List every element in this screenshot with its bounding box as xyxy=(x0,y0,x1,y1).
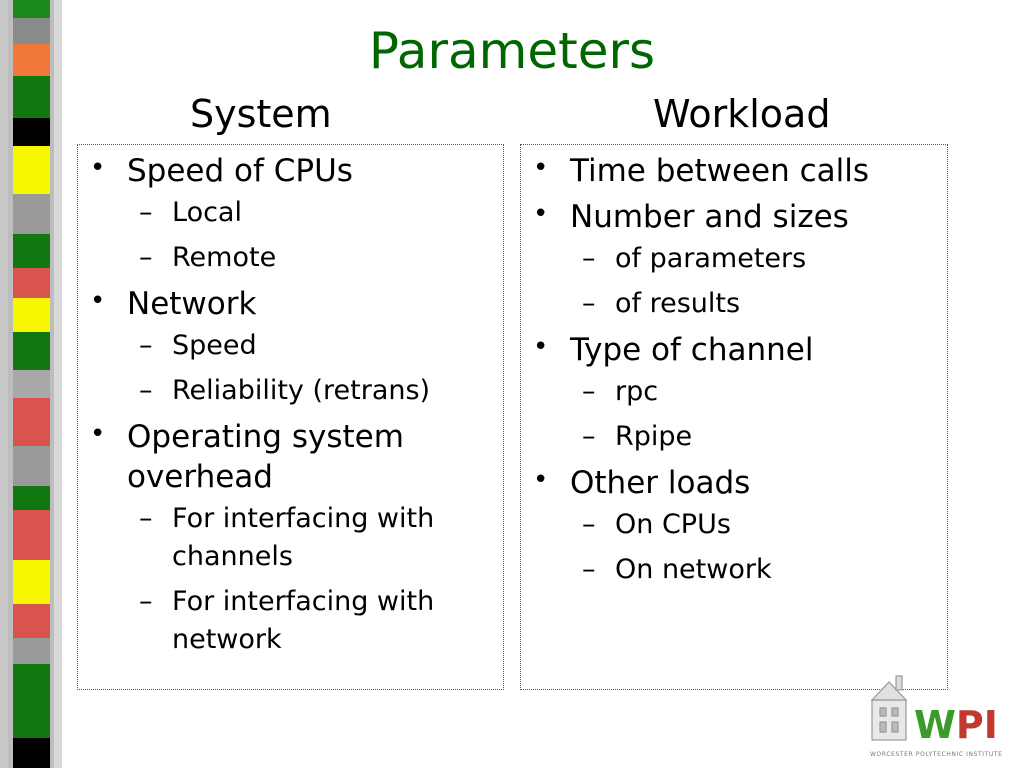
list-item: • Operating system overhead –For interfa… xyxy=(78,417,477,659)
sub-list-item: –On CPUs xyxy=(570,506,947,544)
sub-list-item-text: of results xyxy=(615,288,741,319)
bullet-icon: • xyxy=(533,332,549,362)
sub-list-item: –Speed xyxy=(127,327,472,365)
logo-wordmark: WPI xyxy=(914,703,998,747)
sub-list-item-text: For interfacing with network xyxy=(172,586,435,655)
sub-list-item-text: Remote xyxy=(172,242,277,273)
bullet-icon: • xyxy=(533,199,549,229)
list-item: • Network –Speed –Reliability (retrans) xyxy=(78,284,477,410)
dash-icon: – xyxy=(139,197,153,228)
list-item: • Time between calls xyxy=(521,151,947,191)
bullet-icon: • xyxy=(90,153,106,183)
list-item-text: Operating system overhead xyxy=(127,419,404,495)
sub-list-item-text: rpc xyxy=(615,376,659,407)
sub-list-item-text: On CPUs xyxy=(615,509,731,540)
building-icon xyxy=(870,675,908,741)
dash-icon: – xyxy=(582,376,596,407)
sub-list-item-text: Rpipe xyxy=(615,421,693,452)
list-item-text: Type of channel xyxy=(570,332,814,368)
sub-list-item: –Remote xyxy=(127,239,472,277)
dash-icon: – xyxy=(139,330,153,361)
sub-list-item-text: Reliability (retrans) xyxy=(172,375,431,406)
dash-icon: – xyxy=(139,242,153,273)
bullet-icon: • xyxy=(533,153,549,183)
bullet-icon: • xyxy=(90,286,106,316)
sub-list-item: –Reliability (retrans) xyxy=(127,372,472,410)
sub-list-item: –of parameters xyxy=(570,240,947,278)
sub-list-item-text: Speed xyxy=(172,330,257,361)
sub-list-item-text: of parameters xyxy=(615,243,807,274)
dash-icon: – xyxy=(582,554,596,585)
sub-list-item: –Local xyxy=(127,194,472,232)
wpi-logo: WPI WORCESTER POLYTECHNIC INSTITUTE xyxy=(870,675,1003,758)
list-item-text: Network xyxy=(127,286,257,322)
bullet-icon: • xyxy=(90,419,106,449)
sub-list-item-text: On network xyxy=(615,554,772,585)
sub-list-item: –of results xyxy=(570,285,947,323)
dash-icon: – xyxy=(139,503,153,534)
dash-icon: – xyxy=(582,243,596,274)
dash-icon: – xyxy=(139,375,153,406)
dash-icon: – xyxy=(582,288,596,319)
sub-list-item-text: Local xyxy=(172,197,242,228)
dash-icon: – xyxy=(582,421,596,452)
sub-list-item-text: For interfacing with channels xyxy=(172,503,435,572)
color-block-stripe xyxy=(13,0,50,768)
sub-list-item: –For interfacing with network xyxy=(127,583,472,659)
sub-list-item: –rpc xyxy=(570,373,947,411)
list-item: • Speed of CPUs –Local –Remote xyxy=(78,151,477,277)
sub-list-item: –Rpipe xyxy=(570,418,947,456)
list-item: • Other loads –On CPUs –On network xyxy=(521,463,947,589)
dash-icon: – xyxy=(139,586,153,617)
list-item-text: Speed of CPUs xyxy=(127,153,353,189)
slide-title: Parameters xyxy=(368,22,656,80)
list-item-text: Time between calls xyxy=(570,153,870,189)
list-item-text: Number and sizes xyxy=(570,199,849,235)
sub-list-item: –On network xyxy=(570,551,947,589)
system-parameters-box: • Speed of CPUs –Local –Remote • Network… xyxy=(77,144,504,690)
logo-caption: WORCESTER POLYTECHNIC INSTITUTE xyxy=(870,751,1003,758)
workload-parameters-box: • Time between calls • Number and sizes … xyxy=(520,144,948,690)
list-item: • Type of channel –rpc –Rpipe xyxy=(521,330,947,456)
system-heading: System xyxy=(190,92,332,136)
sub-list-item: –For interfacing with channels xyxy=(127,500,472,576)
workload-heading: Workload xyxy=(653,92,831,136)
bullet-icon: • xyxy=(533,465,549,495)
list-item-text: Other loads xyxy=(570,465,751,501)
dash-icon: – xyxy=(582,509,596,540)
list-item: • Number and sizes –of parameters –of re… xyxy=(521,197,947,323)
